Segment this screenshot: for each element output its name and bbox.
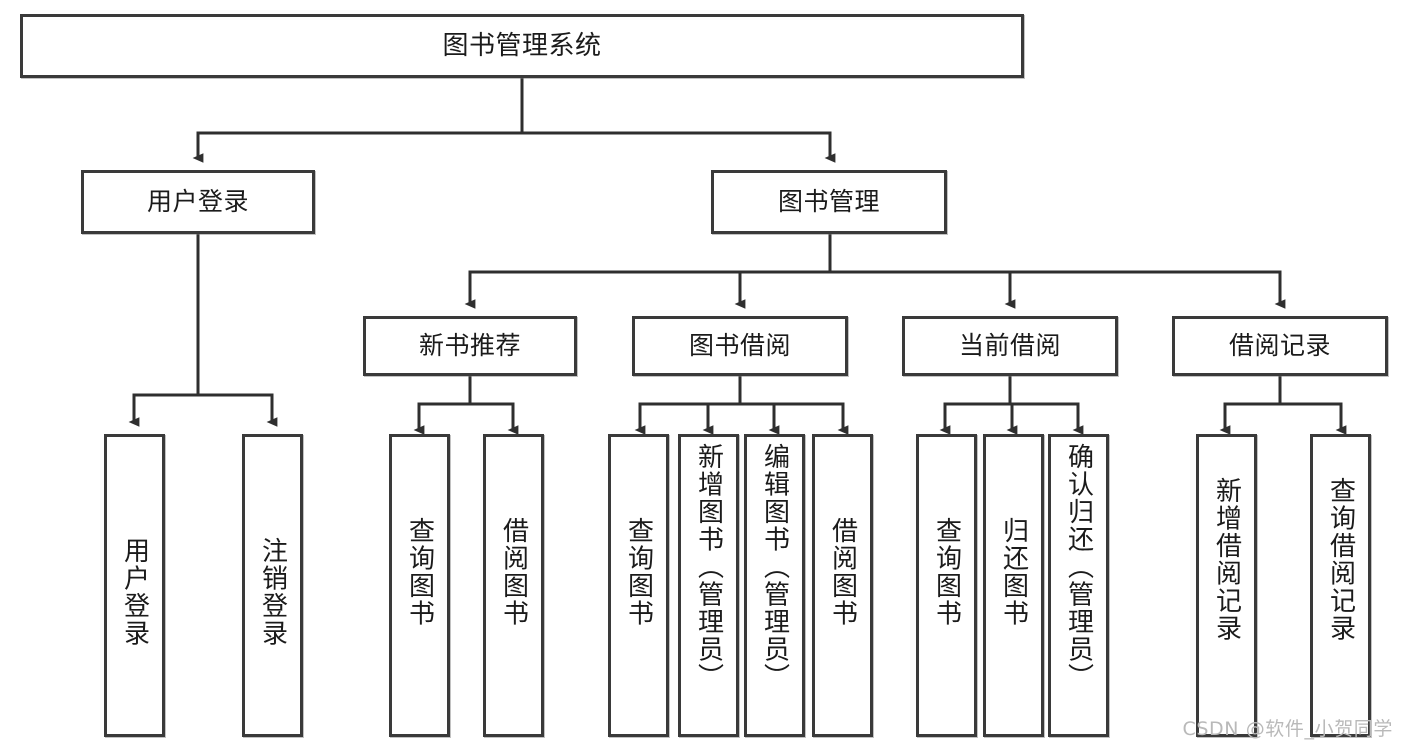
node-label: 编辑图书（管理员） — [759, 443, 790, 691]
leaf-user-login[interactable]: 用户登录 — [104, 434, 165, 737]
leaf-add-book-admin[interactable]: 新增图书（管理员） — [678, 434, 739, 737]
leaf-query-book-current[interactable]: 查询图书 — [916, 434, 977, 737]
node-label: 新增借阅记录 — [1211, 477, 1242, 642]
leaf-query-book-borrow[interactable]: 查询图书 — [608, 434, 669, 737]
leaf-edit-book-admin[interactable]: 编辑图书（管理员） — [744, 434, 805, 737]
node-label: 查询图书 — [931, 517, 962, 627]
node-book-management[interactable]: 图书管理 — [711, 170, 947, 234]
node-label: 用户登录 — [119, 537, 150, 647]
node-label: 当前借阅 — [958, 331, 1061, 361]
node-label: 确认归还（管理员） — [1063, 443, 1094, 691]
node-label: 用户登录 — [146, 187, 249, 217]
node-label: 查询图书 — [404, 517, 435, 627]
node-borrow-record[interactable]: 借阅记录 — [1172, 316, 1388, 376]
node-label: 借阅图书 — [498, 517, 529, 627]
leaf-add-borrow-record[interactable]: 新增借阅记录 — [1196, 434, 1257, 737]
node-label: 借阅记录 — [1228, 331, 1331, 361]
node-new-book-recommend[interactable]: 新书推荐 — [363, 316, 577, 376]
node-label: 查询图书 — [623, 517, 654, 627]
node-label: 借阅图书 — [827, 517, 858, 627]
node-current-borrow[interactable]: 当前借阅 — [902, 316, 1118, 376]
node-book-borrow[interactable]: 图书借阅 — [632, 316, 848, 376]
leaf-return-book[interactable]: 归还图书 — [983, 434, 1044, 737]
node-label: 图书借阅 — [688, 331, 791, 361]
node-label: 图书管理系统 — [442, 30, 602, 61]
node-label: 查询借阅记录 — [1325, 477, 1356, 642]
node-label: 新增图书（管理员） — [693, 443, 724, 691]
node-label: 图书管理 — [777, 187, 880, 217]
leaf-borrow-book[interactable]: 借阅图书 — [812, 434, 873, 737]
node-root-system[interactable]: 图书管理系统 — [20, 14, 1024, 78]
leaf-borrow-book-recommend[interactable]: 借阅图书 — [483, 434, 544, 737]
node-label: 注销登录 — [257, 537, 288, 647]
leaf-logout[interactable]: 注销登录 — [242, 434, 303, 737]
node-label: 归还图书 — [998, 517, 1029, 627]
leaf-query-borrow-record[interactable]: 查询借阅记录 — [1310, 434, 1371, 737]
leaf-confirm-return-admin[interactable]: 确认归还（管理员） — [1048, 434, 1109, 737]
csdn-watermark: CSDN @软件_小贺同学 — [1182, 718, 1393, 740]
leaf-query-book-recommend[interactable]: 查询图书 — [389, 434, 450, 737]
node-user-login[interactable]: 用户登录 — [81, 170, 315, 234]
node-label: 新书推荐 — [418, 331, 521, 361]
